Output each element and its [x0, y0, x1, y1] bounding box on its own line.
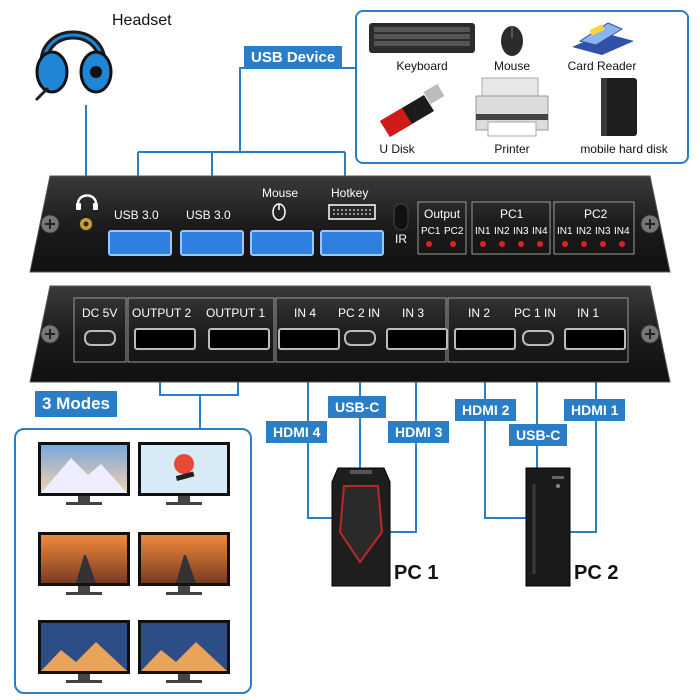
printer-icon — [475, 77, 549, 137]
mouse-caption: Mouse — [493, 59, 531, 73]
headset-icon — [34, 30, 113, 102]
in2-hdmi-port[interactable] — [454, 328, 516, 350]
mode-mirror-monitors — [38, 532, 230, 595]
output-label: Output — [424, 207, 461, 221]
in3-hdmi-port[interactable] — [386, 328, 448, 350]
usb-device-line — [239, 67, 355, 152]
mode-extend-monitors — [38, 442, 230, 505]
pc1-in4-label: IN4 — [532, 226, 548, 237]
printer-caption: Printer — [494, 142, 530, 156]
usbc-right-tag: USB-C — [509, 424, 568, 446]
front-panel: USB 3.0 USB 3.0 Mouse Hotkey IR Output P… — [28, 174, 672, 274]
led-pc1-in1 — [480, 241, 486, 247]
usb-port-mouse[interactable] — [250, 230, 314, 256]
in1-hdmi-port[interactable] — [564, 328, 626, 350]
pc1-label: PC 1 — [394, 562, 439, 584]
pc2in-usbc-port[interactable] — [344, 330, 376, 346]
hdmi4-tag: HDMI 4 — [266, 421, 328, 443]
output1-label: OUTPUT 1 — [206, 306, 266, 320]
mouse-icon — [501, 26, 523, 56]
usb3-label-2: USB 3.0 — [186, 208, 231, 222]
udisk-icon — [380, 83, 445, 137]
output-pc2-label: PC2 — [444, 226, 464, 237]
in1-label: IN 1 — [577, 306, 600, 320]
mode-split-monitors — [38, 620, 230, 683]
mouse-port-icon — [272, 203, 286, 221]
pc2-label: PC 2 — [574, 562, 619, 584]
usb3-label-1: USB 3.0 — [114, 208, 159, 222]
output-pc1-label: PC1 — [421, 226, 441, 237]
pc2-in1-label: IN1 — [557, 226, 573, 237]
led-pc1-in4 — [537, 241, 543, 247]
ir-label: IR — [395, 232, 407, 246]
usbc-left-tag: USB-C — [328, 396, 387, 418]
pc1-in1-label: IN1 — [475, 226, 491, 237]
mouse-port-label: Mouse — [262, 186, 299, 200]
usb-device-tag: USB Device — [244, 46, 343, 69]
in4-label: IN 4 — [294, 306, 317, 320]
led-pc2-in3 — [600, 241, 606, 247]
output2-hdmi-port[interactable] — [134, 328, 196, 350]
modes-box — [14, 428, 252, 694]
hard-disk-icon — [601, 78, 637, 136]
hdmi4-cable — [307, 362, 335, 519]
led-pc1-in2 — [499, 241, 505, 247]
output1-hdmi-port[interactable] — [208, 328, 270, 350]
keyboard-port-icon — [328, 204, 376, 220]
pc1-in3-label: IN3 — [513, 226, 529, 237]
status-leds — [426, 241, 625, 247]
pc2-tower-icon — [525, 467, 571, 587]
pc1in-label: PC 1 IN — [514, 306, 557, 320]
hdmi1-tag: HDMI 1 — [564, 399, 626, 421]
udisk-caption: U Disk — [379, 142, 415, 156]
headset-label: Headset — [112, 12, 172, 29]
output2-label: OUTPUT 2 — [132, 306, 192, 320]
dc-label: DC 5V — [82, 306, 118, 320]
hotkey-port-label: Hotkey — [331, 186, 369, 200]
pc2-in2-label: IN2 — [576, 226, 592, 237]
led-pc2-in2 — [581, 241, 587, 247]
led-pc2-in4 — [619, 241, 625, 247]
hdmi2-tag: HDMI 2 — [455, 399, 517, 421]
in4-hdmi-port[interactable] — [278, 328, 340, 350]
pc2-in4-label: IN4 — [614, 226, 630, 237]
card-reader-icon — [572, 22, 634, 55]
pc2-group-label: PC2 — [584, 207, 608, 221]
in3-label: IN 3 — [402, 306, 425, 320]
modes-tag: 3 Modes — [35, 391, 118, 417]
in2-label: IN 2 — [468, 306, 491, 320]
usb-port-hotkey[interactable] — [320, 230, 384, 256]
usb-device-box: Keyboard Mouse Card Reader U Disk Printe… — [355, 10, 689, 164]
pc2-in3-label: IN3 — [595, 226, 611, 237]
led-output-pc1 — [426, 241, 432, 247]
pc1-in2-label: IN2 — [494, 226, 510, 237]
hdmi3-tag: HDMI 3 — [388, 421, 450, 443]
hdmi3-cable — [388, 362, 417, 533]
keyboard-caption: Keyboard — [396, 59, 448, 73]
usb-port-1[interactable] — [108, 230, 172, 256]
pc1-tower-icon — [331, 467, 391, 587]
headphone-jack-icon — [76, 194, 98, 210]
pc1in-usbc-port[interactable] — [522, 330, 554, 346]
hard-disk-caption: mobile hard disk — [580, 142, 668, 156]
keyboard-icon — [369, 23, 475, 53]
back-panel: DC 5V OUTPUT 2 OUTPUT 1 IN 4 PC 2 IN IN … — [28, 284, 672, 384]
dc-usbc-port[interactable] — [84, 330, 116, 346]
led-output-pc2 — [450, 241, 456, 247]
pc1-group-label: PC1 — [500, 207, 524, 221]
led-pc1-in3 — [518, 241, 524, 247]
pc2in-label: PC 2 IN — [338, 306, 381, 320]
led-pc2-in1 — [562, 241, 568, 247]
usb-port-2[interactable] — [180, 230, 244, 256]
card-reader-caption: Card Reader — [567, 59, 637, 73]
